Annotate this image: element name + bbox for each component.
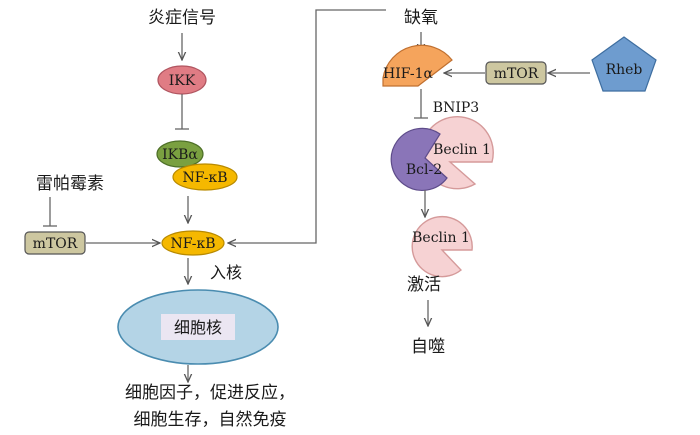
nfkb-bound-node xyxy=(172,163,238,191)
mtor-right-box xyxy=(485,61,547,85)
hif1a-label: HIF-1α xyxy=(383,66,433,82)
beclin1-free-node xyxy=(411,215,473,278)
rheb-label: Rheb xyxy=(606,62,643,78)
mtor-left-label: mTOR xyxy=(33,236,78,252)
into-nucleus-label: 入核 xyxy=(210,263,242,282)
ikba-label: IKBα xyxy=(162,147,198,163)
nfkb-label: NF-κB xyxy=(170,236,215,252)
beclin1-free-label: Beclin 1 xyxy=(412,230,470,246)
nucleus-label: 细胞核 xyxy=(174,318,222,337)
inflammation-signal-label: 炎症信号 xyxy=(148,8,216,28)
mtor-left-box xyxy=(24,231,86,255)
mtor-right-label: mTOR xyxy=(494,66,539,82)
outcome-line-1: 细胞因子，促进反应， xyxy=(125,383,295,403)
rheb-node xyxy=(591,36,657,92)
hif1a-node xyxy=(382,44,453,87)
beclin1-bound-label: Beclin 1 xyxy=(433,142,491,158)
nucleus-label-bg xyxy=(161,314,235,340)
rapamycin-label: 雷帕霉素 xyxy=(36,174,104,194)
arrow-hypoxia-to-nfkb xyxy=(228,9,386,243)
nfkb-bound-label: NF-κB xyxy=(182,170,227,186)
bcl2-node xyxy=(390,127,448,191)
bnip3-label: BNIP3 xyxy=(433,100,479,116)
autophagy-label: 自噬 xyxy=(411,337,445,357)
bcl2-label: Bcl-2 xyxy=(406,162,442,178)
activation-label: 激活 xyxy=(407,275,441,295)
hypoxia-label: 缺氧 xyxy=(404,8,438,28)
ikba-node xyxy=(156,140,204,168)
ikk-label: IKK xyxy=(169,73,196,89)
nfkb-node xyxy=(161,230,225,256)
outcome-line-2: 细胞生存，自然免疫 xyxy=(134,410,287,430)
